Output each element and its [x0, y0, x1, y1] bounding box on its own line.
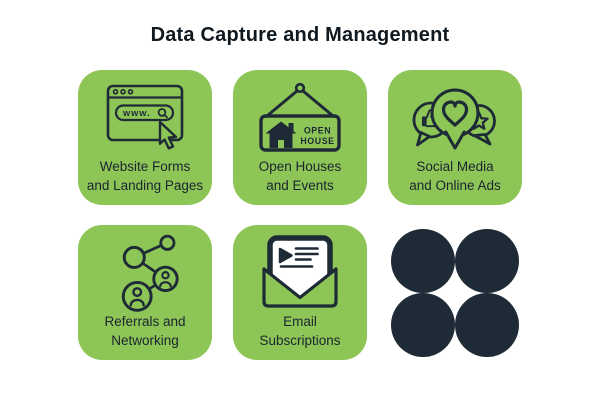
heart-outline	[441, 100, 469, 127]
play-triangle	[278, 247, 293, 264]
tile-label: Website Forms and Landing Pages	[86, 159, 204, 193]
tile-label: Social Media and Online Ads	[409, 159, 501, 193]
four-dots-decoration	[388, 225, 522, 360]
network-people-icon	[107, 234, 183, 312]
tile-social-media: Social Media and Online Ads	[388, 70, 522, 205]
sign-text-house: HOUSE	[300, 136, 334, 146]
browser-window-icon: www.	[99, 79, 191, 157]
dot-circle	[391, 228, 455, 293]
tile-referrals: Referrals and Networking	[78, 225, 212, 360]
url-text: www.	[122, 108, 151, 118]
tile-email-subscriptions: Email Subscriptions	[233, 225, 367, 360]
sign-text-open: OPEN	[304, 126, 331, 136]
tile-grid: www. Website Forms and Landing Pages	[78, 70, 522, 360]
tile-label: Referrals and Networking	[104, 314, 186, 348]
tile-open-houses: OPEN HOUSE Open Houses and Events	[233, 70, 367, 205]
person-head	[161, 271, 170, 280]
dot-circle	[391, 292, 455, 357]
open-house-sign-icon: OPEN HOUSE	[256, 79, 344, 157]
tile-label: Email Subscriptions	[259, 314, 341, 348]
tile-website-forms: www. Website Forms and Landing Pages	[78, 70, 212, 205]
envelope	[262, 267, 338, 308]
email-newsletter-icon	[260, 234, 340, 312]
person-shoulders	[159, 281, 172, 288]
cursor-arrow	[158, 120, 178, 150]
dot-circle	[455, 228, 519, 293]
person-shoulders	[129, 298, 145, 307]
tile-label: Open Houses and Events	[258, 159, 342, 193]
page-title: Data Capture and Management	[150, 24, 450, 46]
thumb-palm	[422, 116, 427, 127]
social-bubbles-icon	[407, 79, 503, 157]
dot-circle	[455, 292, 519, 357]
person-head	[132, 287, 143, 298]
